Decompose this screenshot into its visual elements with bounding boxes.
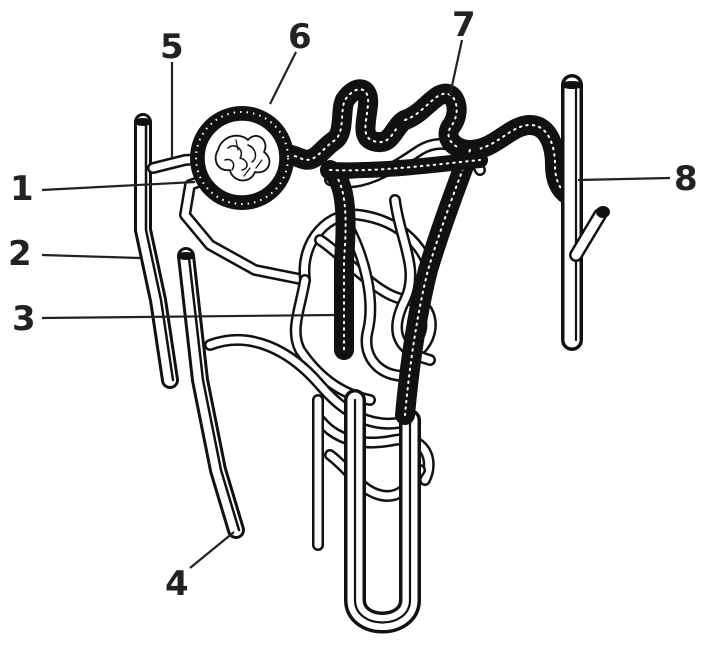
label-3: 3 xyxy=(12,299,36,339)
leader-line-3 xyxy=(42,315,335,318)
leader-line-2 xyxy=(42,255,140,258)
label-8: 8 xyxy=(674,159,698,199)
label-4: 4 xyxy=(165,564,189,604)
label-1: 1 xyxy=(10,169,34,209)
renal-vessel-left xyxy=(134,118,173,380)
label-2: 2 xyxy=(8,234,32,274)
leader-line-7 xyxy=(450,40,462,95)
label-6: 6 xyxy=(288,17,312,57)
collecting-duct xyxy=(561,81,610,340)
leader-line-8 xyxy=(578,178,670,180)
label-5: 5 xyxy=(160,27,184,67)
leader-line-1 xyxy=(42,182,195,190)
loop-of-henle xyxy=(355,400,410,623)
renal-vessel-4 xyxy=(177,252,239,530)
leader-line-4 xyxy=(190,532,234,568)
leader-line-6 xyxy=(270,52,296,104)
label-7: 7 xyxy=(452,5,476,45)
